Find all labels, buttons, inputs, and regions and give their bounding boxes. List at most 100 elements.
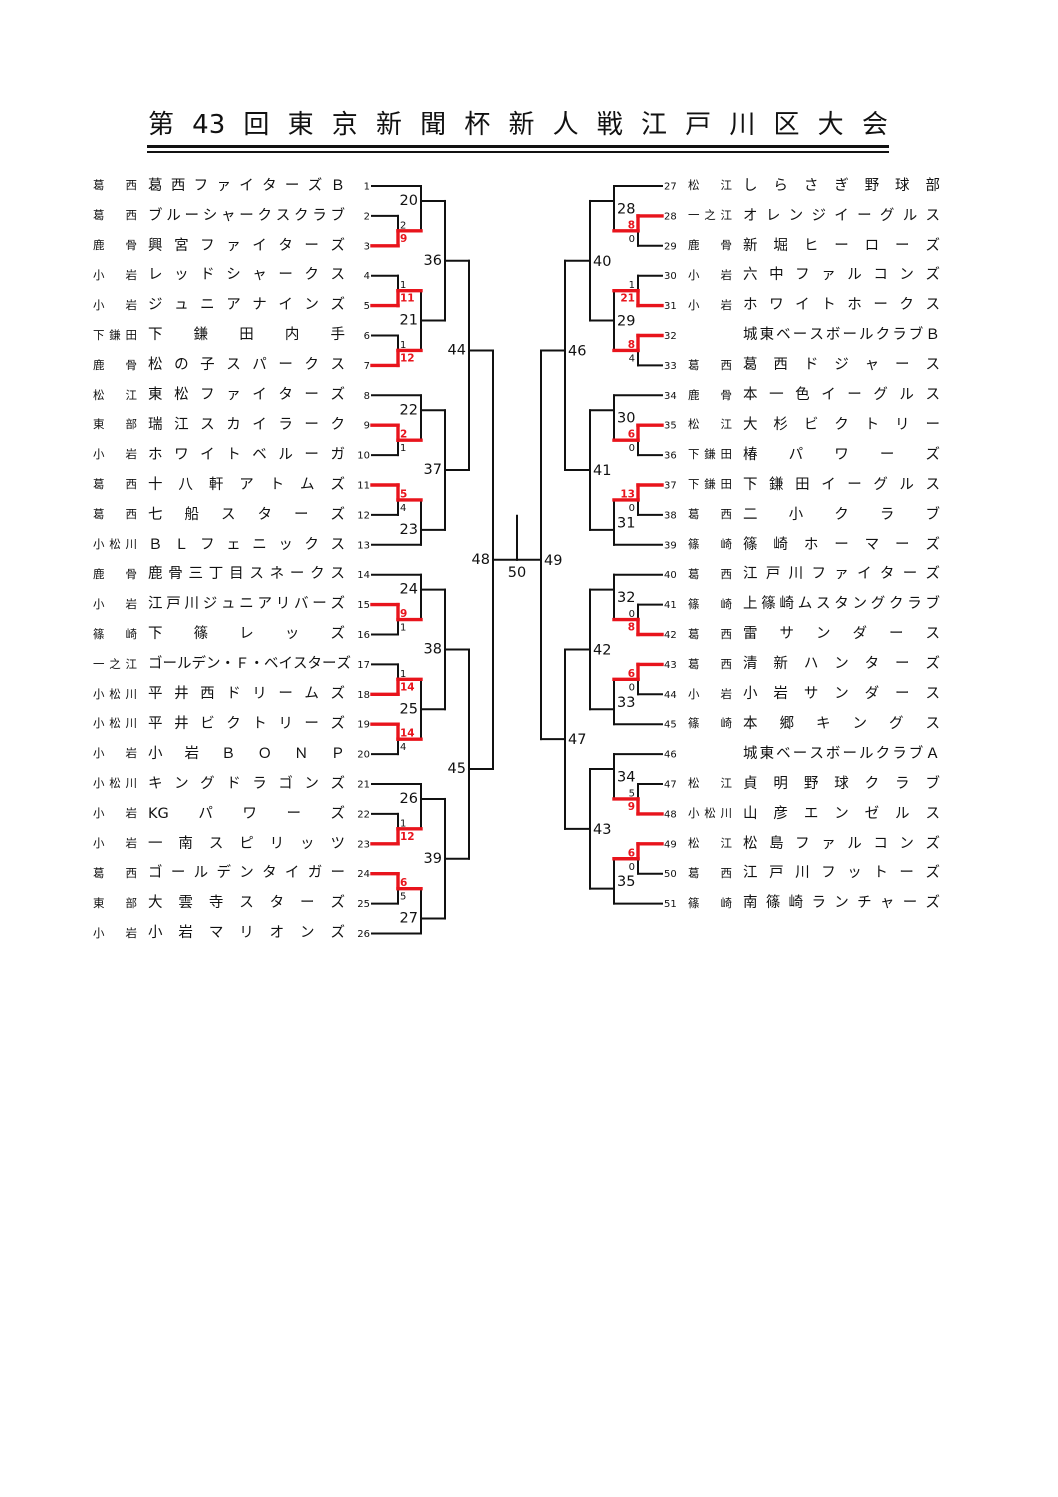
team-row: 小松川キングドラゴンズ [0, 774, 1058, 794]
glyph: ゴ [148, 865, 163, 882]
glyph: ラ [892, 327, 907, 344]
glyph: イ [795, 297, 810, 314]
match-label: 42 [593, 642, 611, 658]
glyph: ズ [330, 686, 345, 703]
team-name: 南篠崎ランチャーズ [743, 894, 940, 914]
glyph: ァ [821, 835, 836, 852]
glyph: リ [269, 835, 285, 852]
score-label: 4 [629, 353, 635, 364]
glyph: Ｂ [148, 536, 163, 553]
glyph: 骨 [720, 238, 733, 253]
team-district: 鹿骨 [688, 236, 732, 256]
glyph: 東 [287, 110, 314, 140]
glyph: 堀 [773, 237, 788, 254]
glyph: 椿 [743, 446, 758, 463]
team-row: 葛西雷サンダース [0, 625, 1058, 645]
team-district: 葛西 [688, 505, 732, 525]
team-row: 篠崎上篠崎ムスタングクラブ [0, 595, 1058, 615]
glyph: ヒ [803, 237, 819, 254]
glyph: 骨 [125, 238, 138, 253]
team-name: 二小クラブ [743, 505, 940, 525]
glyph: ー [847, 476, 862, 493]
glyph: 東 [148, 387, 163, 404]
team-row: 篠崎南篠崎ランチャーズ [0, 894, 1058, 914]
glyph: サ [779, 626, 795, 643]
match-label: 34 [617, 770, 635, 786]
glyph: 鎌 [704, 447, 716, 462]
glyph: ホ [148, 446, 163, 463]
team-name: 下鎌田イーグルス [743, 475, 940, 495]
glyph: タ [262, 177, 277, 194]
glyph: フ [193, 177, 209, 194]
team-district: 松江 [688, 415, 732, 435]
match-label: 30 [617, 411, 635, 427]
glyph: デ [191, 656, 207, 673]
score-label: 4 [400, 742, 406, 753]
glyph: 小 [93, 537, 105, 552]
glyph: 小 [93, 746, 105, 761]
glyph: 本 [743, 715, 758, 732]
glyph: 新 [375, 110, 402, 140]
glyph: ル [847, 267, 862, 284]
glyph: ラ [312, 207, 327, 224]
glyph: 杯 [464, 110, 491, 140]
glyph: ッ [847, 865, 862, 882]
glyph: ー [162, 656, 178, 673]
glyph: 篠 [688, 596, 700, 611]
glyph: 回 [243, 110, 270, 140]
team-row: 下鎌田椿パワーズ [0, 445, 1058, 465]
glyph: ャ [879, 895, 895, 912]
glyph: 目 [229, 566, 244, 583]
team-name: 雷サンダース [743, 625, 940, 645]
glyph: ホ [847, 297, 862, 314]
glyph: ボ [825, 327, 841, 344]
score-label: 21 [620, 293, 635, 305]
team-district: 鹿骨 [93, 236, 137, 256]
team-district: 葛西 [688, 864, 732, 884]
glyph: 江 [148, 596, 163, 613]
team-name: 七船スターズ [148, 505, 345, 525]
glyph: ナ [252, 297, 267, 314]
team-name: レッドシャークス [148, 266, 345, 286]
glyph: ー [792, 745, 808, 762]
glyph: 江 [720, 178, 733, 193]
team-district: 下鎌田 [688, 475, 732, 495]
glyph: 西 [720, 357, 733, 372]
glyph: フ [795, 835, 810, 852]
team-slot-number: 27 [664, 182, 677, 193]
team-slot-number: 20 [357, 750, 370, 761]
glyph: 小 [93, 776, 105, 791]
glyph: 八 [178, 476, 193, 493]
glyph: 六 [743, 267, 758, 284]
glyph: 骨 [125, 357, 138, 372]
glyph: 小 [93, 297, 105, 312]
glyph: ル [895, 805, 910, 822]
glyph: ブ [908, 327, 924, 344]
score-label: 11 [400, 293, 415, 305]
team-name: ホワイトベルーガ [148, 445, 345, 465]
team-name: 江戸川ファイターズ [743, 565, 940, 585]
team-slot-number: 47 [664, 780, 677, 791]
glyph: ァ [226, 387, 241, 404]
glyph: ブ [908, 745, 924, 762]
glyph: 鹿 [148, 566, 163, 583]
glyph: ズ [925, 895, 941, 912]
glyph: タ [864, 656, 880, 673]
glyph: ス [330, 536, 345, 553]
glyph: ー [278, 357, 293, 374]
glyph: リ [278, 715, 293, 732]
glyph: 下 [688, 447, 700, 462]
team-row: 小松川山彦エンゼルス [0, 804, 1058, 824]
glyph: ン [834, 686, 849, 703]
team-name: 本一色イーグルス [743, 385, 940, 405]
team-district: 葛西 [93, 176, 137, 196]
team-name: 松の子スパークス [148, 355, 345, 375]
score-label: 2 [400, 429, 407, 441]
team-district: 一之江 [93, 654, 137, 674]
